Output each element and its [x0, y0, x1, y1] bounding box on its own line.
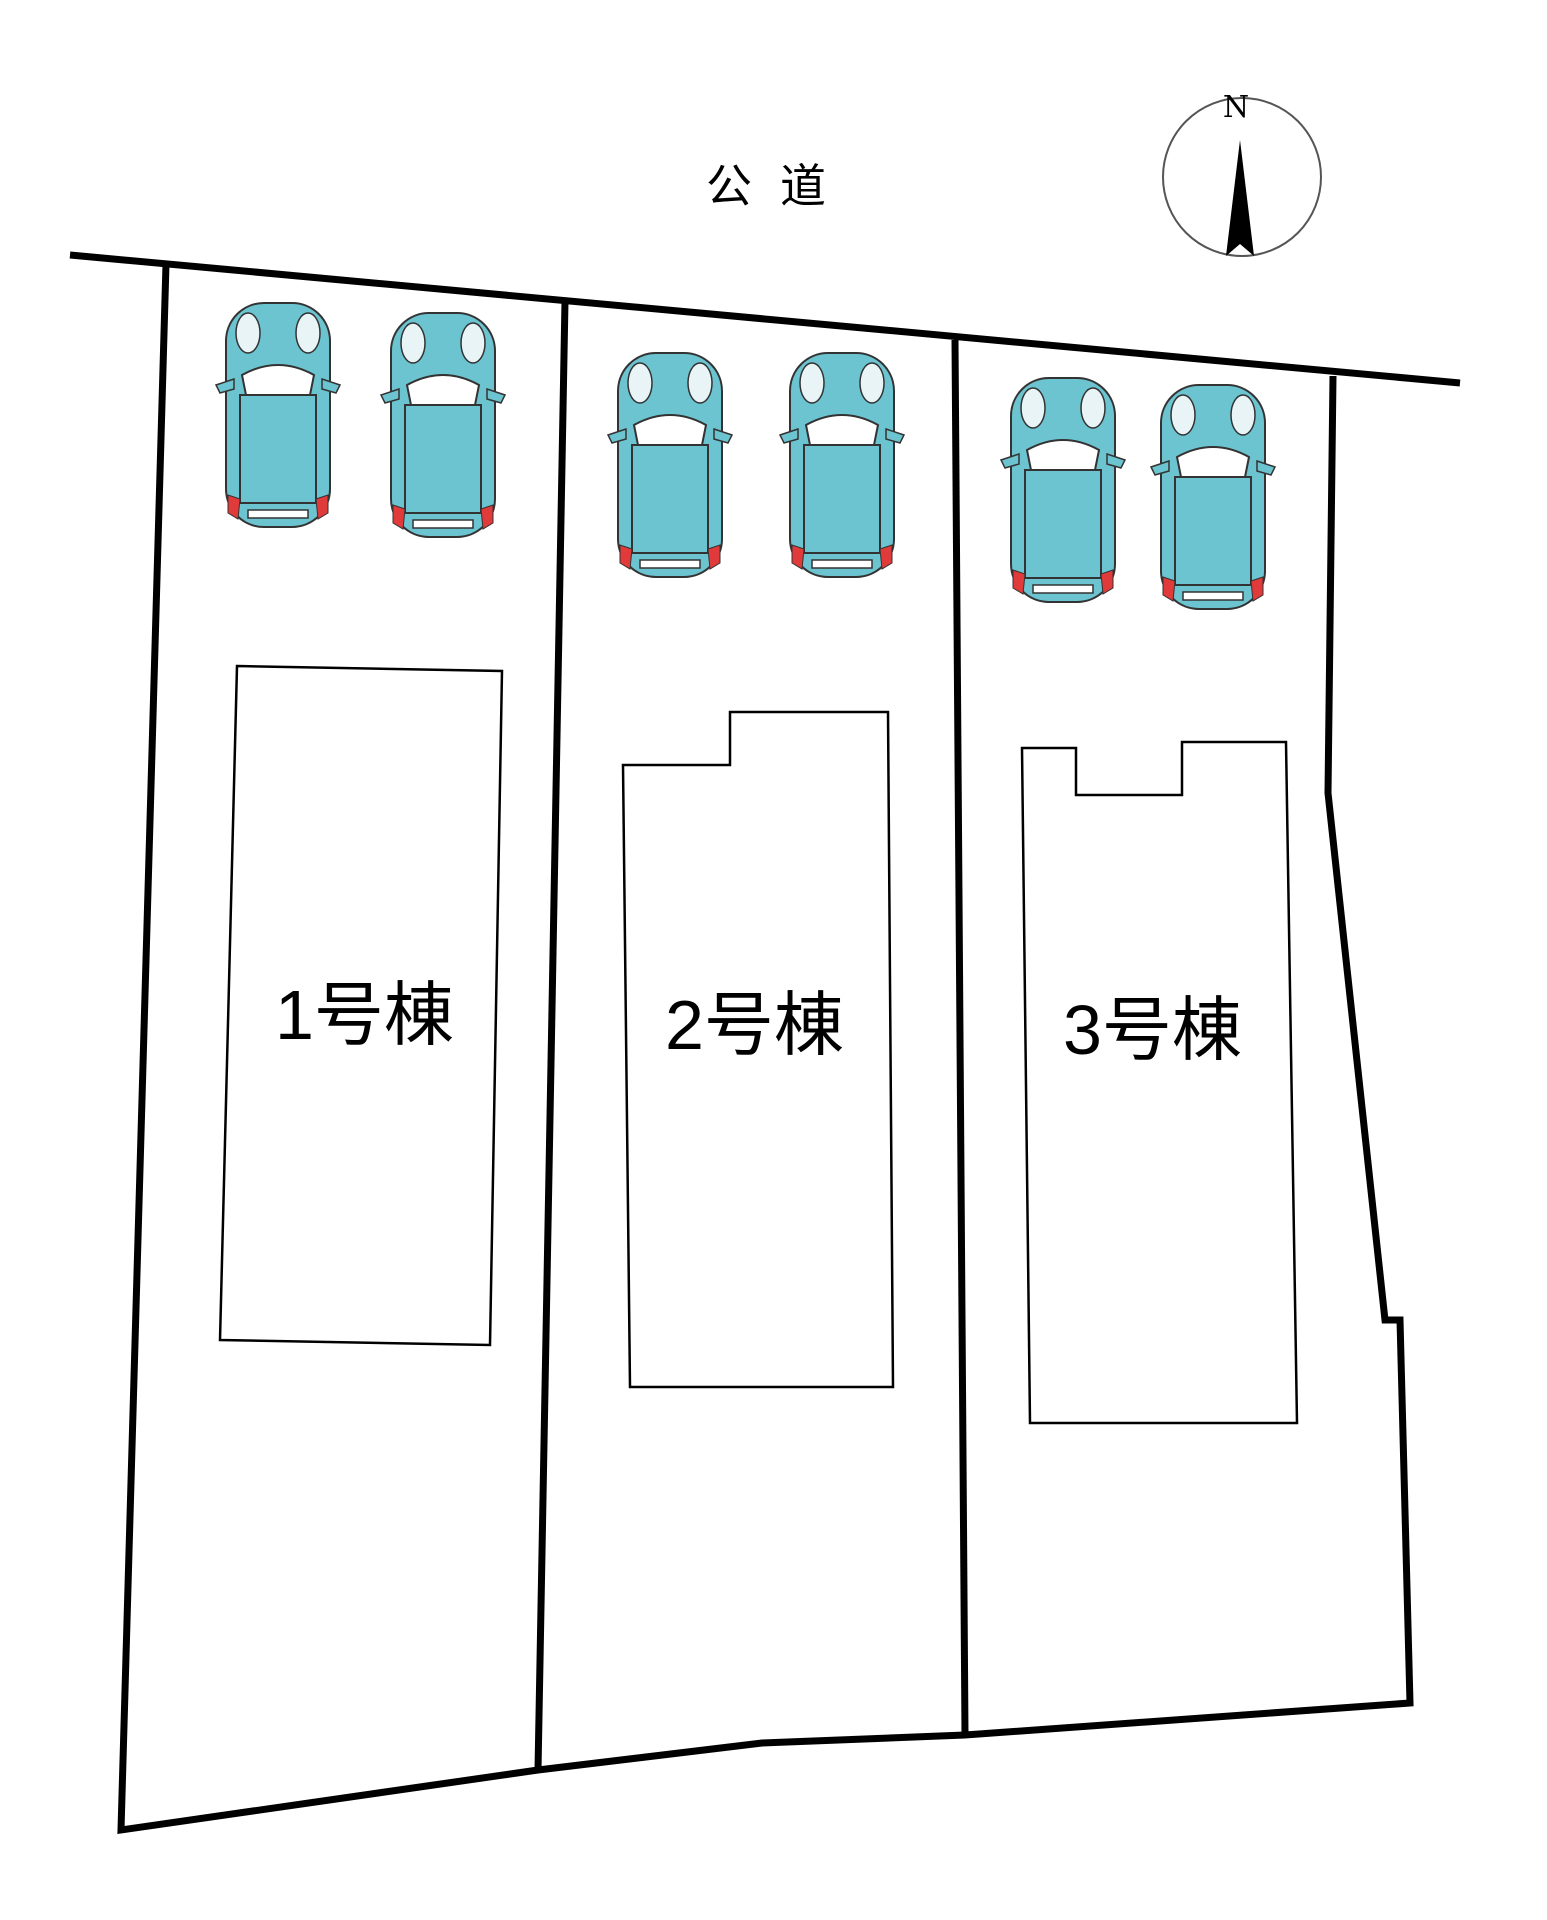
car-lot3-a	[1000, 377, 1126, 603]
road-boundary-line	[69, 251, 1461, 387]
building-footprint-1	[218, 664, 504, 1347]
car-lot2-a	[607, 352, 733, 578]
building-footprint-2	[621, 710, 895, 1389]
lot-divider-1-2	[534, 300, 569, 1771]
car-lot1-b	[380, 312, 506, 538]
compass-north-arrow-icon	[1226, 140, 1254, 256]
building-label-3: 3号棟	[1063, 991, 1242, 1069]
building-label-1: 1号棟	[275, 976, 454, 1054]
car-lot1-a	[215, 302, 341, 528]
road-label: 公道	[706, 159, 854, 213]
compass-north-label: N	[1222, 90, 1250, 125]
car-lot3-b	[1150, 384, 1276, 610]
building-footprint-3	[1020, 740, 1299, 1425]
car-lot2-b	[779, 352, 905, 578]
site-boundary	[117, 263, 1414, 1835]
building-label-2: 2号棟	[665, 986, 844, 1064]
lot-divider-2-3	[951, 339, 969, 1736]
